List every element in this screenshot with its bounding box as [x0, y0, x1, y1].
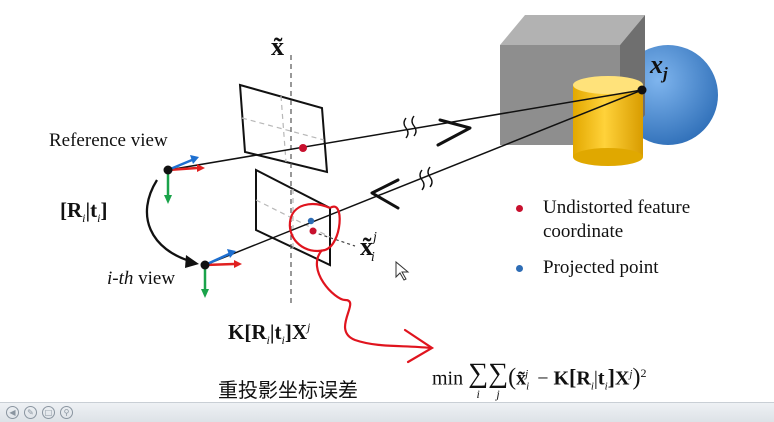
ray-break-marks	[403, 115, 433, 191]
ray-reference	[167, 89, 643, 171]
transform-arrowhead	[185, 255, 199, 268]
diagram-canvas	[145, 15, 718, 364]
handdrawn-arrow-2	[370, 178, 400, 210]
legend-blue-dot	[516, 265, 523, 272]
annotation-curve	[315, 249, 431, 350]
transform-curved-arrow	[145, 179, 194, 264]
annotation-circle	[288, 203, 341, 253]
label-ith-view: i-th view	[107, 268, 176, 289]
label-x-tilde: x̃	[271, 32, 284, 61]
legend-projected: Projected point	[543, 257, 659, 278]
legend-red-dot	[516, 205, 523, 212]
pen-icon[interactable]: ✎	[24, 406, 37, 419]
projected-point-ith	[307, 217, 315, 225]
image-plane-reference	[238, 83, 329, 174]
mouse-cursor	[395, 260, 410, 281]
handdrawn-arrow-1	[436, 118, 472, 147]
annotation-arrowhead	[403, 328, 435, 364]
leader-line	[312, 231, 356, 247]
label-reference-view: Reference view	[49, 130, 168, 151]
camera-ith-axes	[200, 249, 242, 298]
back-icon[interactable]: ◀	[6, 406, 19, 419]
reprojection-formula: min ∑i ∑j (x̃ij − K[Ri|ti]Xj)2	[432, 358, 647, 401]
label-x-j: xj	[650, 50, 668, 84]
label-x-tilde-ij: x̃ji	[360, 230, 377, 266]
camera-reference-axes	[163, 155, 205, 204]
page-icon[interactable]: □	[42, 406, 55, 419]
chinese-caption: 重投影坐标误差	[218, 380, 358, 402]
label-pose-Rt: [Ri|ti]	[60, 198, 108, 226]
bottom-toolbar: ◀ ✎ □ ⚲	[0, 402, 774, 422]
zoom-icon[interactable]: ⚲	[60, 406, 73, 419]
ray-ith	[204, 89, 643, 266]
label-projection: K[Ri|ti]Xj	[228, 320, 311, 348]
feature-point-ith	[309, 227, 317, 235]
cylinder-object	[573, 76, 643, 166]
feature-point-reference	[299, 144, 307, 152]
